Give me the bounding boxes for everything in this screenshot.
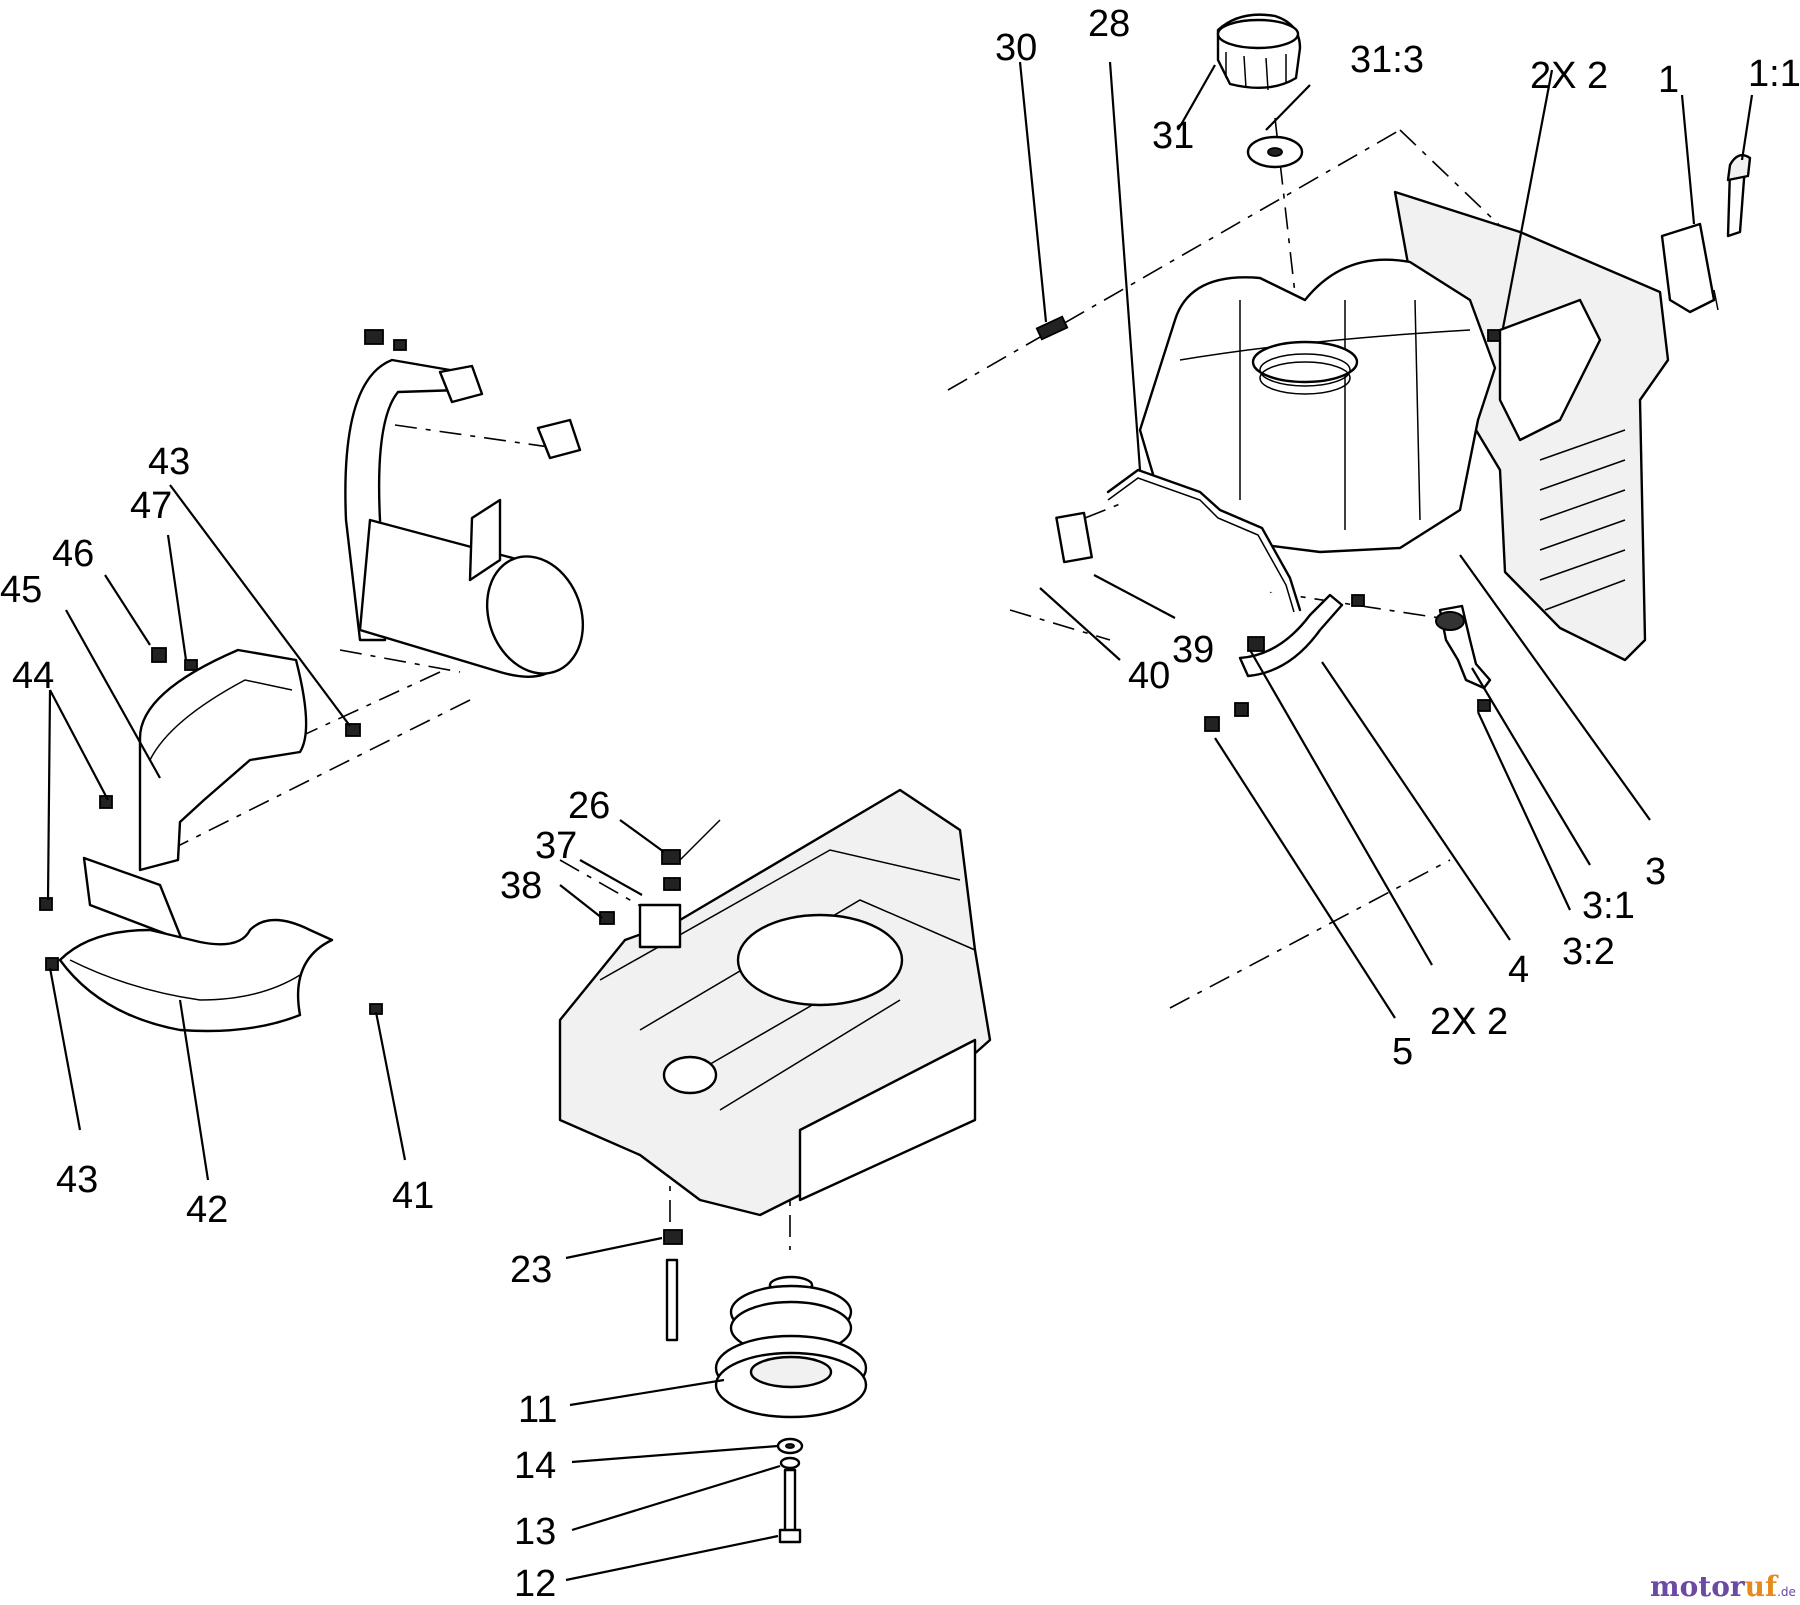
callout-31-3: 31:3 [1350, 39, 1424, 81]
frame-rail [798, 1038, 977, 1202]
fuel-cap-part [1216, 13, 1304, 169]
callout-43-bottom: 43 [56, 1159, 98, 1201]
callout-23: 23 [510, 1249, 552, 1291]
heat-shield-lower [58, 918, 334, 1033]
callout-14: 14 [514, 1445, 556, 1487]
fuel-line-parts [1035, 315, 1501, 732]
callout-37: 37 [535, 825, 577, 867]
callout-31: 31 [1152, 115, 1194, 157]
callout-13: 13 [514, 1511, 556, 1553]
callout-47: 47 [130, 485, 172, 527]
pulley-bolt [783, 1468, 797, 1534]
callout-26: 26 [568, 785, 610, 827]
fuel-tank [1138, 258, 1497, 554]
leader-lines [46, 61, 1754, 1582]
callout-11: 11 [518, 1389, 557, 1431]
pulley-assembly [714, 1275, 868, 1544]
callout-3: 3 [1645, 851, 1666, 893]
fuel-hose [1238, 593, 1344, 678]
fuel-rod [1106, 468, 1302, 612]
callout-1: 1 [1658, 59, 1679, 101]
heat-shield-parts [39, 647, 383, 1033]
callout-2x2-bottom: 2X 2 [1430, 1001, 1508, 1043]
frame-opening [736, 913, 904, 1007]
fuel-tank-assembly [1138, 190, 1670, 662]
callout-labels: 30 28 31 31:3 2X 2 1 1:1 43 47 46 45 44 … [0, 3, 1800, 1605]
callout-39: 39 [1172, 629, 1214, 671]
throttle-control-part [1660, 154, 1752, 314]
callout-4: 4 [1508, 949, 1529, 991]
callout-43-top: 43 [148, 441, 190, 483]
shut-off-bracket [1498, 298, 1602, 442]
callout-42: 42 [186, 1189, 228, 1231]
callout-45: 45 [0, 569, 42, 611]
rod-bracket [1055, 511, 1093, 564]
callout-3-1: 3:1 [1582, 885, 1635, 927]
watermark-brand-a: motor [1650, 1570, 1746, 1603]
callout-44: 44 [12, 655, 54, 697]
svg-text:motoruf.de: motoruf.de [1650, 1570, 1796, 1603]
callout-38: 38 [500, 865, 542, 907]
callout-41: 41 [392, 1175, 434, 1217]
pulley-lockwasher [779, 1456, 801, 1470]
engine-mount-frame [558, 788, 992, 1217]
watermark: motoruf.de [1650, 1570, 1796, 1603]
exhaust-gasket [536, 418, 582, 460]
callout-30: 30 [995, 27, 1037, 69]
exhaust-flange [438, 364, 484, 404]
watermark-brand-b: uf [1745, 1570, 1779, 1603]
callout-1-1: 1:1 [1748, 53, 1800, 95]
heat-shield-upper [138, 648, 308, 872]
muffler-bracket [468, 498, 502, 582]
callout-2x2-top: 2X 2 [1530, 55, 1608, 97]
watermark-suffix: .de [1777, 1585, 1796, 1599]
heat-shield-plate [82, 856, 184, 942]
callout-12: 12 [514, 1563, 556, 1605]
callout-5: 5 [1392, 1031, 1413, 1073]
ground-bracket [638, 903, 682, 949]
muffler-assembly [344, 329, 585, 678]
callout-3-2: 3:2 [1562, 931, 1615, 973]
frame-assembly [558, 788, 992, 1342]
callout-28: 28 [1088, 3, 1130, 45]
callout-40: 40 [1128, 655, 1170, 697]
callout-46: 46 [52, 533, 94, 575]
